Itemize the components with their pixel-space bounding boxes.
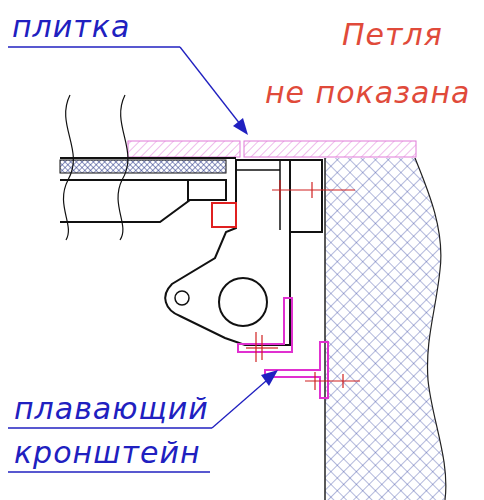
label-text: плитка: [12, 10, 130, 44]
wall-break: [415, 158, 446, 500]
leader: [8, 47, 266, 472]
hinge-cup: [188, 180, 226, 200]
screw-mark: [246, 180, 360, 390]
break-line: [118, 95, 128, 240]
bracket: [265, 342, 328, 398]
door-facing: [60, 160, 226, 173]
tile: [244, 141, 416, 157]
hinge-axis: [219, 278, 267, 326]
wall: [325, 158, 446, 500]
label-text: не показана: [265, 76, 470, 110]
bracket: [238, 298, 292, 352]
hinge-pin: [212, 203, 236, 227]
arrowhead: [233, 118, 248, 135]
door-edge: [60, 157, 236, 159]
label-text: кронштейн: [14, 436, 201, 470]
hinge-pivot: [175, 291, 189, 305]
hinge-line: [279, 160, 281, 230]
tile: [128, 141, 240, 157]
hinge-line: [236, 169, 280, 171]
break-line: [63, 95, 73, 240]
door-edge: [60, 200, 226, 222]
label-text: Петля: [342, 18, 443, 52]
hinge-block: [290, 160, 322, 232]
hinge-body: [165, 160, 290, 345]
wall-edge: [324, 158, 326, 500]
arrowhead: [261, 370, 278, 386]
label-text: плавающий: [14, 392, 209, 426]
